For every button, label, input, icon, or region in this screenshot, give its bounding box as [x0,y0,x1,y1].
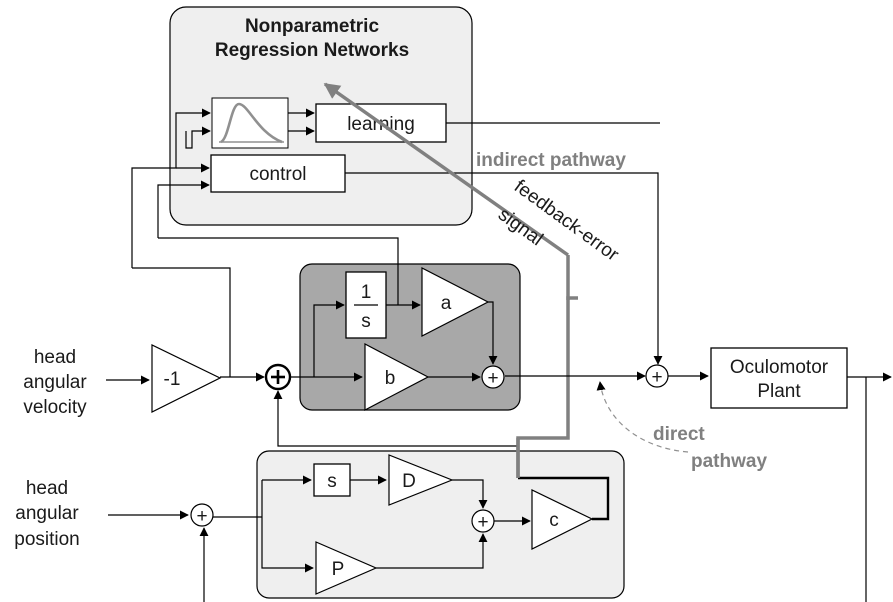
panel-title-line1: Nonparametric [245,16,380,37]
plant-label-2: Plant [757,381,801,402]
gain-P-triangle [315,541,378,595]
feedback-to-main-sum-wire [273,390,518,447]
gain-a-triangle [421,267,490,337]
kernel-second-input-wire [185,126,211,149]
derivative-block [313,463,351,497]
panel-title-line2: Regression Networks [215,40,409,61]
head-velocity-label-3: velocity [23,397,87,418]
gain-c-triangle [531,489,594,550]
integrator-numerator: 1 [361,282,372,303]
gain-b-label: b [385,368,396,389]
gain-b-triangle [364,343,430,411]
gain-D-label: D [402,471,416,492]
head-position-label-3: position [14,529,80,550]
position-sum-symbol: + [196,506,207,527]
integral-input-to-control-wire [157,180,210,238]
indirect-pathway-label: indirect pathway [476,150,626,171]
head-position-label-2: angular [15,503,79,524]
gain-D-triangle [388,454,454,506]
gain-c-label: c [549,510,559,531]
direct-pathway-label-2: pathway [691,451,767,472]
split-to-integrator-wire [313,300,345,377]
kernel-curve [220,102,283,144]
gain-P-label: P [332,559,345,580]
direct-pathway-label-1: direct [653,424,705,445]
gain-neg1-triangle [151,344,222,413]
control-label: control [249,164,306,185]
direct-pathway-pointer [596,381,689,453]
a-to-sum-wire [488,301,498,365]
inner-sum-symbol: + [487,368,498,389]
feedback-error-arrow [323,82,570,257]
c-output-loop [518,476,610,521]
head-position-label-1: head [26,478,68,499]
gain-neg1-label: -1 [164,369,181,390]
oculomotor-plant-block [710,347,848,409]
head-velocity-label-1: head [34,347,76,368]
plant-sum-symbol: + [651,367,662,388]
position-sum-junction [190,503,214,527]
integrator-denominator: s [361,311,371,332]
split-to-P-wire [261,480,314,573]
D-to-sum-wire [452,479,488,509]
negated-velocity-loop-wire [132,267,231,377]
P-to-sum-wire [376,533,488,569]
head-velocity-label-2: angular [23,372,87,393]
derivative-label: s [327,471,337,492]
plant-label-1: Oculomotor [730,357,829,378]
pd-sum-symbol: + [477,512,488,533]
integrator-tap-wire [158,237,399,305]
inner-sum-junction [481,365,505,389]
gain-a-label: a [441,293,452,314]
